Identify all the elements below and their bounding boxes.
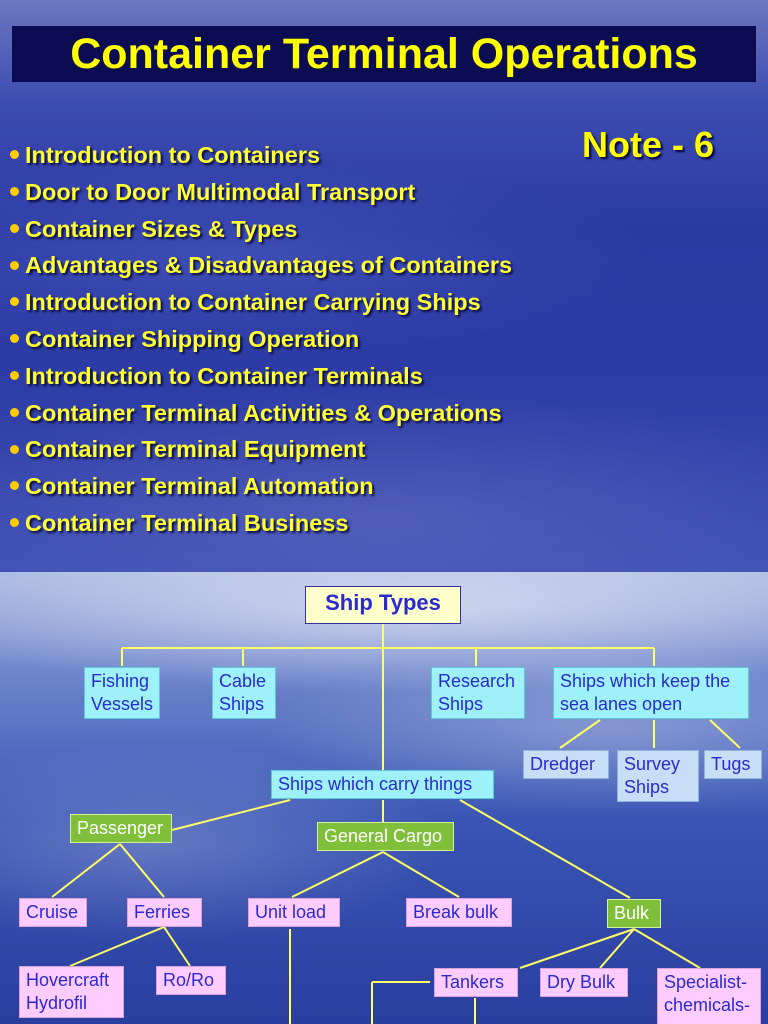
topic-item: Introduction to Container Terminals — [10, 358, 512, 395]
topic-item: Container Terminal Activities & Operatio… — [10, 395, 512, 432]
node-passenger: Passenger — [70, 814, 172, 843]
slide-container-terminal-operations: Container Terminal Operations Note - 6 I… — [0, 0, 768, 572]
node-sea-lanes: Ships which keep the sea lanes open — [553, 667, 749, 719]
slide-title: Container Terminal Operations — [70, 30, 698, 78]
title-bar — [12, 26, 756, 82]
connector-line — [559, 719, 601, 749]
connector-line — [163, 926, 191, 967]
bullet-icon — [10, 187, 19, 197]
bullet-icon — [10, 371, 19, 381]
bullet-icon — [10, 481, 19, 491]
node-specialist-chemicals: Specialist- chemicals- — [657, 968, 761, 1024]
topic-text: Container Terminal Automation — [25, 473, 374, 500]
topic-item: Door to Door Multimodal Transport — [10, 174, 512, 211]
topic-text: Introduction to Containers — [25, 142, 321, 168]
topic-text: Container Shipping Operation — [25, 325, 360, 352]
topic-item: Container Terminal Equipment — [10, 431, 512, 468]
topic-item: Advantages & Disadvantages of Containers — [10, 247, 512, 284]
node-survey-ships: Survey Ships — [617, 750, 699, 802]
bullet-icon — [10, 260, 19, 270]
topic-item: Container Sizes & Types — [10, 211, 512, 248]
connector-line — [382, 851, 460, 898]
bullet-icon — [10, 407, 19, 417]
connector-line — [119, 843, 165, 898]
node-break-bulk: Break bulk — [406, 898, 512, 927]
topic-item: Container Terminal Business — [10, 505, 512, 542]
bullet-icon — [10, 444, 19, 454]
node-ships-which-carry-things: Ships which carry things — [271, 770, 494, 799]
node-dredger: Dredger — [523, 750, 609, 779]
topic-text: Door to Door Multimodal Transport — [25, 178, 416, 205]
node-general-cargo: General Cargo — [317, 822, 454, 851]
node-tugs: Tugs — [704, 750, 762, 779]
node-research-ships: Research Ships — [431, 667, 525, 719]
node-dry-bulk: Dry Bulk — [540, 968, 628, 997]
node-hovercraft-hydrofil: Hovercraft Hydrofil — [19, 966, 124, 1018]
note-label: Note - 6 — [582, 124, 715, 165]
node-ferries: Ferries — [127, 898, 202, 927]
topic-text: Container Sizes & Types — [25, 215, 298, 242]
topic-item: Container Shipping Operation — [10, 321, 512, 358]
bullet-icon — [10, 334, 19, 344]
node-tankers: Tankers — [434, 968, 518, 997]
node-fishing-vessels: Fishing Vessels — [84, 667, 160, 719]
node-cable-ships: Cable Ships — [212, 667, 276, 719]
topic-text: Container Terminal Equipment — [25, 436, 366, 463]
bullet-icon — [10, 297, 19, 307]
connector-line — [459, 799, 631, 899]
topic-item: Introduction to Containers — [10, 137, 512, 174]
topic-item: Introduction to Container Carrying Ships — [10, 284, 512, 321]
topic-list: Introduction to Containers Door to Door … — [10, 137, 512, 542]
topic-text: Container Terminal Business — [25, 509, 349, 536]
node-unit-load: Unit load — [248, 898, 340, 927]
connector-line — [599, 928, 635, 969]
topic-text: Introduction to Container Terminals — [25, 362, 423, 389]
connector-line — [709, 719, 741, 749]
node-ro-ro: Ro/Ro — [156, 966, 226, 995]
bullet-icon — [10, 223, 19, 233]
topic-text: Introduction to Container Carrying Ships — [25, 289, 481, 316]
node-bulk: Bulk — [607, 899, 661, 928]
slide-ship-types-diagram: Ship Types Fishing Vessels Cable Ships R… — [0, 572, 768, 1024]
bullet-icon — [10, 150, 19, 160]
connector-line — [633, 928, 701, 969]
topic-text: Container Terminal Activities & Operatio… — [25, 399, 502, 426]
node-cruise: Cruise — [19, 898, 87, 927]
topic-text: Advantages & Disadvantages of Containers — [25, 252, 513, 279]
connector-lines — [51, 624, 741, 1024]
connector-line — [171, 799, 291, 831]
topic-item: Container Terminal Automation — [10, 468, 512, 505]
connector-line — [51, 843, 121, 898]
connector-line — [291, 851, 384, 898]
connector-line — [69, 926, 165, 967]
connector-line — [519, 928, 635, 969]
bullet-icon — [10, 518, 19, 528]
ship-types-root: Ship Types — [305, 586, 461, 624]
